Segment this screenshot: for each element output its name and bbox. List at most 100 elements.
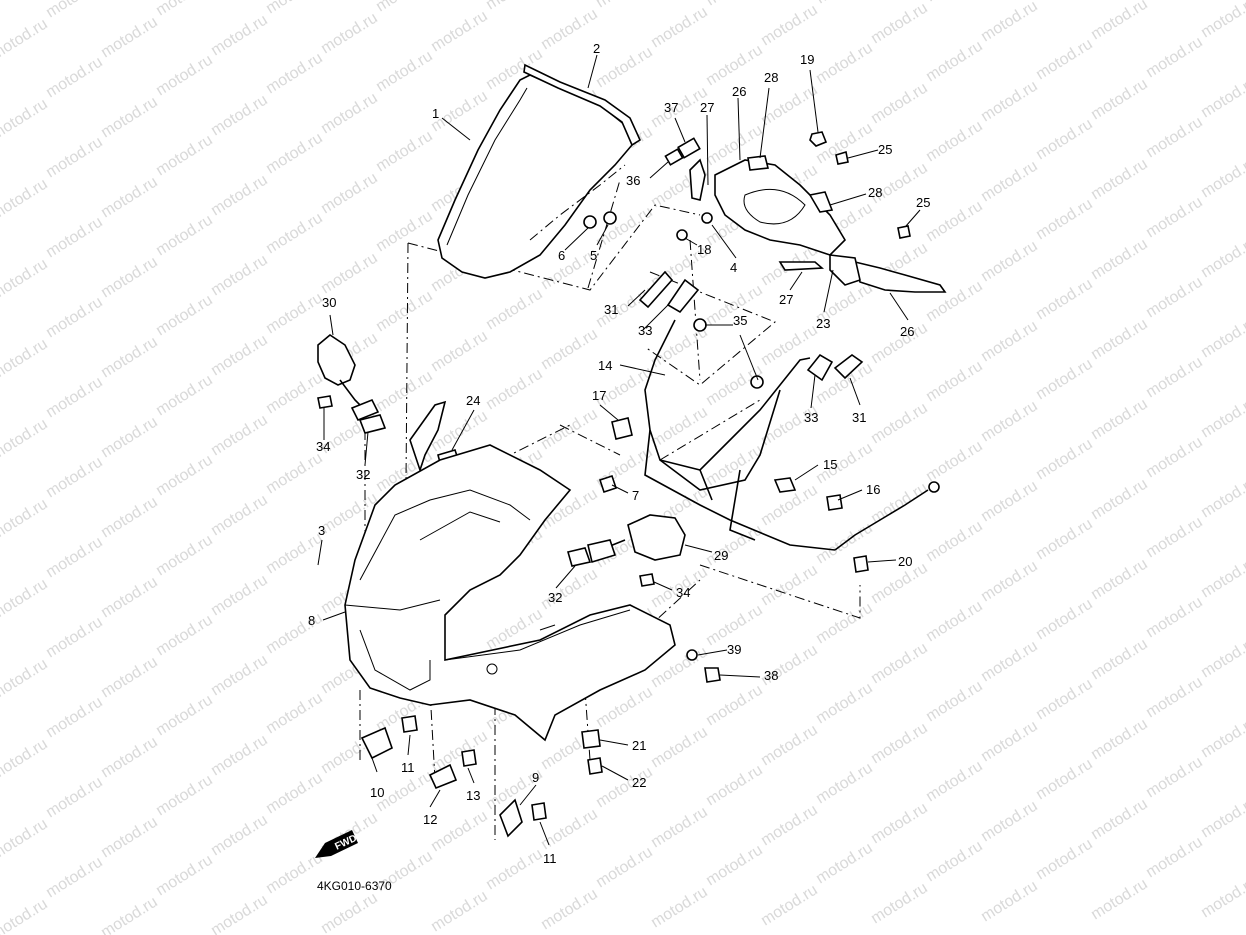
watermark-text: motod.ru (98, 734, 161, 782)
callout-12: 12 (423, 812, 437, 827)
watermark-text: motod.ru (923, 118, 986, 166)
watermark-text: motod.ru (208, 812, 271, 860)
watermark-text: motod.ru (373, 128, 436, 176)
watermark-text: motod.ru (153, 852, 216, 900)
watermark-text: motod.ru (428, 808, 491, 856)
watermark-text: motod.ru (263, 770, 326, 818)
bolt-38 (704, 667, 721, 683)
callout-11b: 11 (543, 851, 557, 866)
callout-9: 9 (532, 770, 539, 785)
screw-7 (598, 474, 618, 494)
watermark-text: motod.ru (703, 0, 766, 9)
bracket-12 (428, 763, 458, 790)
watermark-text: motod.ru (428, 728, 491, 776)
watermark-text: motod.ru (1143, 194, 1206, 242)
watermark-text: motod.ru (593, 684, 656, 732)
callout-31a: 31 (604, 302, 618, 317)
washer-39 (686, 649, 698, 661)
callout-32a: 32 (356, 467, 370, 482)
watermark-text: motod.ru (208, 652, 271, 700)
watermark-text: motod.ru (978, 878, 1041, 926)
watermark-text: motod.ru (868, 720, 931, 768)
watermark-text: motod.ru (868, 0, 931, 47)
watermark-text: motod.ru (43, 454, 106, 502)
watermark-text: motod.ru (98, 814, 161, 862)
watermark-text: motod.ru (1198, 154, 1246, 202)
watermark-text: motod.ru (923, 0, 986, 5)
watermark-text: motod.ru (98, 174, 161, 222)
watermark-text: motod.ru (538, 326, 601, 374)
watermark-text: motod.ru (538, 6, 601, 54)
band-27 (778, 261, 825, 271)
watermark-text: motod.ru (1088, 556, 1151, 604)
watermark-text: motod.ru (43, 214, 106, 262)
watermark-text: motod.ru (0, 576, 51, 624)
watermark-text: motod.ru (538, 406, 601, 454)
callout-26a: 26 (732, 84, 746, 99)
watermark-text: motod.ru (978, 78, 1041, 126)
screw-34b (639, 573, 655, 587)
callout-17: 17 (592, 388, 606, 403)
mirror-right (627, 514, 686, 561)
callout-39: 39 (727, 642, 741, 657)
watermark-text: motod.ru (1033, 596, 1096, 644)
watermark-text: motod.ru (813, 0, 876, 7)
watermark-text: motod.ru (208, 332, 271, 380)
rod-16 (834, 489, 929, 551)
watermark-text: motod.ru (373, 208, 436, 256)
plate-31b (833, 354, 864, 380)
watermark-text: motod.ru (0, 656, 51, 704)
watermark-text: motod.ru (43, 614, 106, 662)
watermark-text: motod.ru (1198, 634, 1246, 682)
watermark-text: motod.ru (1198, 554, 1246, 602)
watermark-text: motod.ru (153, 772, 216, 820)
watermark-text: motod.ru (0, 176, 51, 224)
watermark-text: motod.ru (923, 598, 986, 646)
watermark-text: motod.ru (263, 530, 326, 578)
watermark-text: motod.ru (978, 398, 1041, 446)
watermark-text: motod.ru (1143, 354, 1206, 402)
collar-35a (693, 318, 707, 332)
watermark-text: motod.ru (1033, 116, 1096, 164)
watermark-text: motod.ru (1033, 516, 1096, 564)
watermark-text: motod.ru (373, 0, 436, 15)
watermark-text: motod.ru (318, 10, 381, 58)
watermark-text: motod.ru (978, 478, 1041, 526)
watermark-text: motod.ru (1198, 314, 1246, 362)
bolt-15 (773, 477, 797, 493)
watermark-text: motod.ru (43, 774, 106, 822)
watermark-text: motod.ru (648, 804, 711, 852)
watermark-text: motod.ru (978, 638, 1041, 686)
watermark-text: motod.ru (1198, 874, 1246, 922)
watermark-text: motod.ru (0, 256, 51, 304)
callout-30: 30 (322, 295, 336, 310)
watermark-text: motod.ru (1033, 0, 1096, 3)
watermark-text: motod.ru (153, 132, 216, 180)
watermark-text: motod.ru (1033, 36, 1096, 84)
watermark-text: motod.ru (813, 760, 876, 808)
callout-31b: 31 (852, 410, 866, 425)
watermark-text: motod.ru (868, 400, 931, 448)
watermark-text: motod.ru (1143, 434, 1206, 482)
watermark-text: motod.ru (43, 854, 106, 902)
callout-29: 29 (714, 548, 728, 563)
watermark-text: motod.ru (758, 722, 821, 770)
watermark-text: motod.ru (1088, 76, 1151, 124)
callout-7: 7 (632, 488, 639, 503)
callout-28b: 28 (868, 185, 882, 200)
watermark-text: motod.ru (868, 80, 931, 128)
watermark-text: motod.ru (1033, 276, 1096, 324)
callout-2: 2 (593, 41, 600, 56)
watermark-text: motod.ru (263, 0, 326, 17)
emblem-seal (664, 148, 684, 166)
callout-24: 24 (466, 393, 480, 408)
callout-34b: 34 (676, 585, 690, 600)
callout-37: 37 (664, 100, 678, 115)
grommet-18 (676, 229, 688, 241)
watermark-text: motod.ru (1198, 74, 1246, 122)
watermark-text: motod.ru (1088, 316, 1151, 364)
watermark-text: motod.ru (483, 366, 546, 414)
watermark-text: motod.ru (593, 44, 656, 92)
callout-32b: 32 (548, 590, 562, 605)
